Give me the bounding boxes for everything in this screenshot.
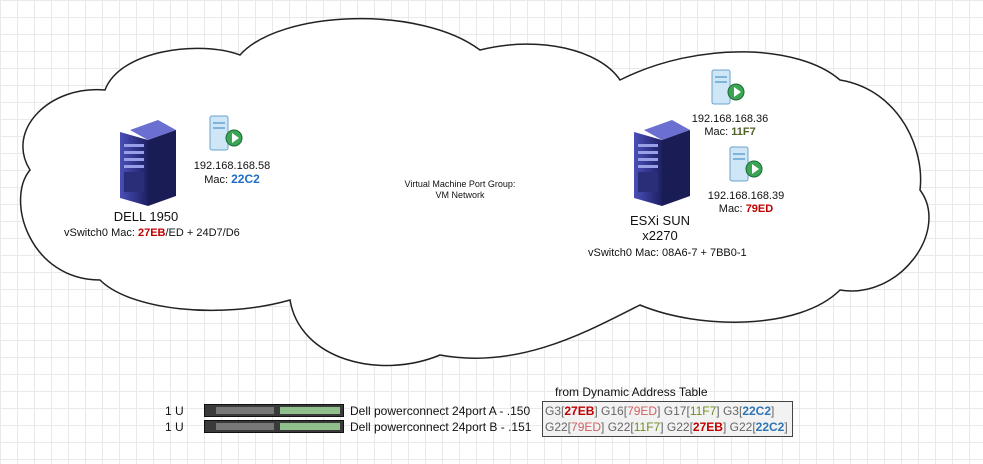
address-mac: 22C2 (755, 420, 785, 434)
address-port: G22[ (663, 420, 693, 434)
esxi-vm1-ip: 192.168.168.36 (691, 113, 769, 125)
dell-vm-mac-label: Mac: (204, 174, 232, 186)
address-port: G3[ (719, 404, 743, 418)
switch-b-units: 1 U (165, 420, 184, 434)
switch-a-label: Dell powerconnect 24port A - .150 (350, 404, 531, 418)
dell-vswitch-mac-highlight: 27EB (137, 227, 166, 239)
dell-vswitch-mac-rest: /ED + 24D7/D6 (165, 227, 240, 239)
address-mac: 11F7 (633, 420, 661, 434)
switch-b-entries: G22[79ED] G22[11F7] G22[27EB] G22[22C2] (545, 420, 788, 434)
dynamic-table-title: from Dynamic Address Table (555, 385, 708, 399)
address-entry: G22[79ED] (545, 420, 605, 434)
dynamic-address-box (542, 401, 793, 437)
address-entry: G22[27EB] (663, 420, 727, 434)
address-port: G16[ (597, 404, 628, 418)
dell-vswitch-prefix: vSwitch0 Mac: (64, 227, 138, 239)
esxi-vm2-mac-label: Mac: (718, 203, 746, 215)
address-entry: G22[11F7] (604, 420, 664, 434)
switch-a-entries: G3[27EB] G16[79ED] G17[11F7] G3[22C2] (545, 404, 774, 418)
esxi-vm2-icon (729, 146, 763, 182)
switch-a-icon (204, 404, 344, 417)
address-port: G22[ (604, 420, 634, 434)
address-mac: 27EB (692, 420, 723, 434)
esxi-host-name-line1: ESXi SUN (630, 213, 690, 228)
esxi-vm1-info: 192.168.168.36 Mac: 11F7 (680, 113, 780, 139)
address-port: G17[ (660, 404, 690, 418)
esxi-vswitch: vSwitch0 Mac: 08A6-7 + 7BB0-1 (588, 247, 747, 259)
switch-b-icon (204, 420, 344, 433)
address-mac: 79ED (571, 420, 602, 434)
address-port: G22[ (726, 420, 756, 434)
switch-a-units: 1 U (165, 404, 184, 418)
dell-vm-mac: 22C2 (231, 172, 260, 186)
address-mac: 27EB (564, 404, 595, 418)
esxi-vm2-mac: 79ED (745, 203, 774, 215)
address-entry: G16[79ED] (597, 404, 661, 418)
esxi-vm1-mac-label: Mac: (704, 126, 732, 138)
port-group-line1: Virtual Machine Port Group: (404, 179, 516, 189)
esxi-vm1-mac: 11F7 (731, 126, 756, 138)
esxi-vm1-icon (711, 69, 745, 105)
port-group-label: Virtual Machine Port Group: VM Network (380, 179, 540, 201)
dell-vswitch: vSwitch0 Mac: 27EB/ED + 24D7/D6 (64, 227, 240, 240)
esxi-host-name: ESXi SUN x2270 (610, 213, 710, 243)
address-entry: G22[22C2] (726, 420, 788, 434)
address-entry: G17[11F7] (660, 404, 720, 418)
esxi-vm2-ip: 192.168.168.39 (707, 190, 785, 202)
dell-vm-info: 192.168.168.58 Mac: 22C2 (182, 160, 282, 187)
address-mac: 79ED (627, 404, 658, 418)
address-entry: G3[27EB] (545, 404, 598, 418)
switch-b-label: Dell powerconnect 24port B - .151 (350, 420, 532, 434)
dell-vm-ip: 192.168.168.58 (193, 160, 271, 172)
address-port: G22[ (545, 420, 572, 434)
dell-vm-icon (209, 115, 243, 151)
address-port: G3[ (545, 404, 565, 418)
dell-server-icon (120, 120, 176, 206)
esxi-server-icon (634, 120, 690, 206)
dell-host-name: DELL 1950 (113, 209, 179, 224)
port-group-line2: VM Network (435, 190, 485, 200)
address-mac: 22C2 (742, 404, 771, 418)
esxi-vm2-info: 192.168.168.39 Mac: 79ED (696, 190, 796, 216)
esxi-host-name-line2: x2270 (642, 228, 678, 243)
address-mac: 11F7 (689, 404, 717, 418)
address-entry: G3[22C2] (719, 404, 775, 418)
